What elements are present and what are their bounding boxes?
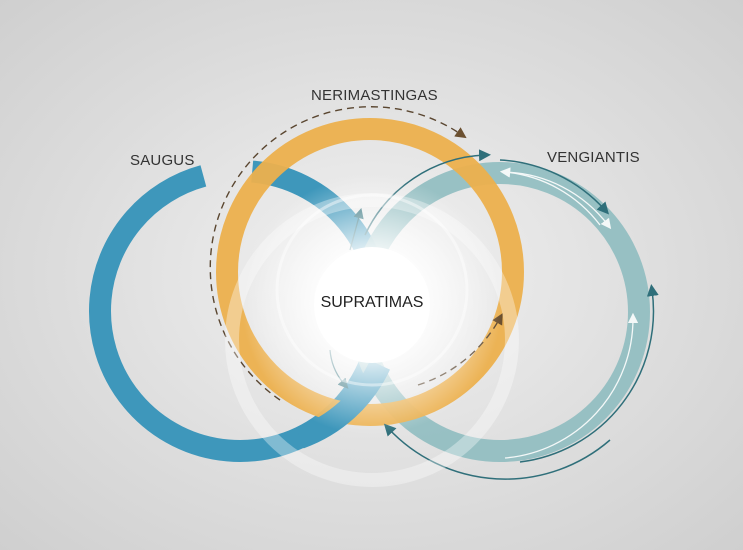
teal-arrow-bottom <box>383 423 611 480</box>
label-vengiantis: VENGIANTIS <box>547 149 640 166</box>
white-arrow-1 <box>499 167 601 226</box>
teal-arrow-right-up <box>519 284 659 463</box>
white-arrow-2 <box>504 171 612 230</box>
orange-dashed-arrow <box>209 106 467 401</box>
label-supratimas: SUPRATIMAS <box>320 294 424 311</box>
white-arrow-3 <box>504 312 639 459</box>
center-circle <box>314 247 430 363</box>
teal-arrow-right <box>499 159 610 215</box>
label-saugus: SAUGUS <box>130 152 195 169</box>
label-nerimastingas: NERIMASTINGAS <box>311 87 438 104</box>
